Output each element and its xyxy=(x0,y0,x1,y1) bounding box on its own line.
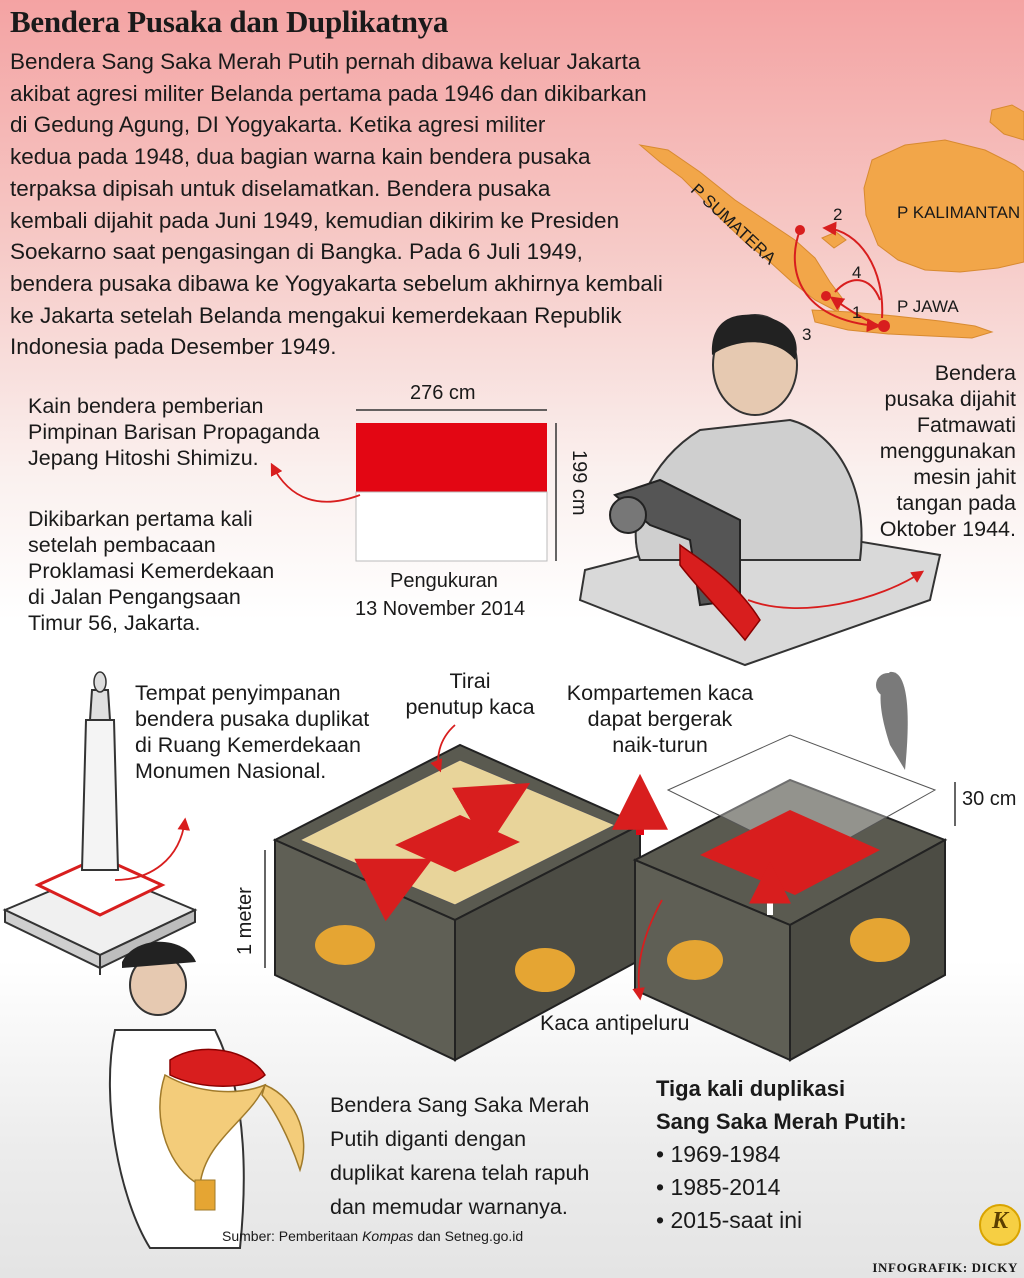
duplication-heading: Tiga kali duplikasi xyxy=(656,1076,846,1101)
arrow-bulletproof xyxy=(632,899,663,1001)
note-line: Bendera Sang Saka Merah xyxy=(330,1093,590,1117)
flag-diagram xyxy=(270,409,557,562)
note-line: di Jalan Pengangsaan xyxy=(28,585,241,609)
label-box-height: 1 meter xyxy=(234,887,256,955)
intro-paragraph: Bendera Sang Saka Merah Putih pernah dib… xyxy=(10,46,700,363)
note-line: Proklamasi Kemerdekaan xyxy=(28,559,275,583)
note-line: menggunakan xyxy=(879,439,1016,463)
arrow-curtain xyxy=(430,724,456,773)
label-line: Kompartemen kaca xyxy=(566,681,754,705)
indonesia-map xyxy=(638,104,1024,339)
label-curtain: Tirai penutup kaca xyxy=(400,668,540,720)
note-line: dan memudar warnanya. xyxy=(330,1195,568,1219)
measurement-title: Pengukuran xyxy=(390,570,498,592)
kalimantan-island xyxy=(863,139,1024,273)
note-line: bendera pusaka duplikat xyxy=(135,707,370,731)
kompas-logo-letter: K xyxy=(991,1208,1008,1234)
note-fabric-origin: Kain bendera pemberian Pimpinan Barisan … xyxy=(28,393,320,471)
paskibraka-illustration xyxy=(108,941,305,1249)
intro-line: kedua pada 1948, dua bagian warna kain b… xyxy=(10,144,591,170)
route-2 xyxy=(822,221,884,319)
note-line: Kain bendera pemberian xyxy=(28,394,264,418)
intro-line: Bendera Sang Saka Merah Putih pernah dib… xyxy=(10,49,641,74)
note-line: Timur 56, Jakarta. xyxy=(28,611,201,635)
intro-line: ke Jakarta setelah Belanda mengakui keme… xyxy=(10,302,622,328)
flag-red-half xyxy=(356,423,547,492)
intro-line: bendera pusaka dibawa ke Yogyakarta sebe… xyxy=(10,270,663,296)
route-3 xyxy=(793,229,881,333)
note-line: Jepang Hitoshi Shimizu. xyxy=(28,446,259,470)
intro-line: di Gedung Agung, DI Yogyakarta. Ketika a… xyxy=(10,112,546,138)
note-sewn-by-fatmawati: Bendera pusaka dijahit Fatmawati menggun… xyxy=(880,360,1016,542)
route-number: 4 xyxy=(852,263,862,282)
monas-illustration xyxy=(2,671,198,975)
label-glass-compartment: Kompartemen kaca dapat bergerak naik-tur… xyxy=(560,680,760,758)
jakarta-dot xyxy=(821,291,831,301)
credit-line: INFOGRAFIK: DICKY xyxy=(872,1260,1018,1275)
route-number: 2 xyxy=(833,205,843,224)
sulawesi-island xyxy=(989,104,1024,141)
route-number: 1 xyxy=(852,303,862,322)
bangka-dot xyxy=(795,225,805,235)
label-line: naik-turun xyxy=(612,733,708,757)
note-monas-storage: Tempat penyimpanan bendera pusaka duplik… xyxy=(135,680,369,784)
kompas-logo xyxy=(979,1204,1021,1246)
storage-box-glass xyxy=(612,671,956,1062)
duplication-heading: Sang Saka Merah Putih: xyxy=(656,1109,907,1134)
arrow-fabric xyxy=(270,462,361,503)
bangka-island xyxy=(821,231,847,249)
intro-line: terpaksa dipisah untuk diselamatkan. Ben… xyxy=(10,175,551,201)
duplication-item: • 1969-1984 xyxy=(656,1141,781,1167)
label-glass-height: 30 cm xyxy=(962,788,1017,810)
intro-line: Soekarno saat pengasingan di Bangka. Pad… xyxy=(10,239,583,265)
label-line: dapat bergerak xyxy=(587,707,733,731)
note-line: Dikibarkan pertama kali xyxy=(28,507,253,531)
note-line: pusaka dijahit xyxy=(884,387,1016,411)
note-line: Putih diganti dengan xyxy=(330,1127,527,1151)
flag-height-label: 199 cm xyxy=(568,450,590,516)
intro-line: kembali dijahit pada Juni 1949, kemudian… xyxy=(10,207,620,233)
duplication-item: • 2015-saat ini xyxy=(656,1207,803,1233)
page-title: Bendera Pusaka dan Duplikatnya xyxy=(10,4,449,39)
route-1 xyxy=(829,296,881,327)
note-replaced-duplicate: Bendera Sang Saka Merah Putih diganti de… xyxy=(330,1088,589,1224)
note-first-raised: Dikibarkan pertama kali setelah pembacaa… xyxy=(28,506,274,636)
note-line: di Ruang Kemerdekaan xyxy=(135,733,361,757)
yogyakarta-dot xyxy=(878,320,890,332)
route-4 xyxy=(834,279,881,301)
note-line: Monumen Nasional. xyxy=(135,759,327,783)
arrow-sewn xyxy=(747,570,925,609)
label-kalimantan: P KALIMANTAN xyxy=(897,203,1021,222)
note-line: Oktober 1944. xyxy=(879,517,1016,541)
intro-line: Indonesia pada Desember 1949. xyxy=(10,334,337,360)
arrow-monas xyxy=(114,817,190,881)
note-line: Tempat penyimpanan xyxy=(135,681,341,705)
flag-width-label: 276 cm xyxy=(410,382,476,404)
note-line: Bendera xyxy=(934,361,1016,385)
source-note: Sumber: Pemberitaan Kompas dan Setneg.go… xyxy=(222,1228,524,1244)
note-line: tangan pada xyxy=(896,491,1016,515)
note-line: mesin jahit xyxy=(913,465,1016,489)
flag-white-half xyxy=(355,491,548,562)
label-jawa: P JAWA xyxy=(897,297,959,316)
label-line: Tirai xyxy=(449,669,491,693)
label-bulletproof-glass: Kaca antipeluru xyxy=(540,1011,690,1035)
measurement-date: 13 November 2014 xyxy=(355,598,526,620)
storage-box-curtain xyxy=(264,724,643,1062)
duplication-list: Tiga kali duplikasi Sang Saka Merah Puti… xyxy=(656,1072,907,1237)
fatmawati-illustration xyxy=(578,314,942,667)
label-line: penutup kaca xyxy=(405,695,535,719)
jawa-island xyxy=(811,309,994,339)
duplication-item: • 1985-2014 xyxy=(656,1174,781,1200)
route-number: 3 xyxy=(802,325,812,344)
intro-line: akibat agresi militer Belanda pertama pa… xyxy=(10,80,647,106)
note-line: duplikat karena telah rapuh xyxy=(330,1161,590,1185)
note-line: setelah pembacaan xyxy=(28,533,216,557)
note-line: Fatmawati xyxy=(916,413,1016,437)
note-line: Pimpinan Barisan Propaganda xyxy=(28,420,320,444)
